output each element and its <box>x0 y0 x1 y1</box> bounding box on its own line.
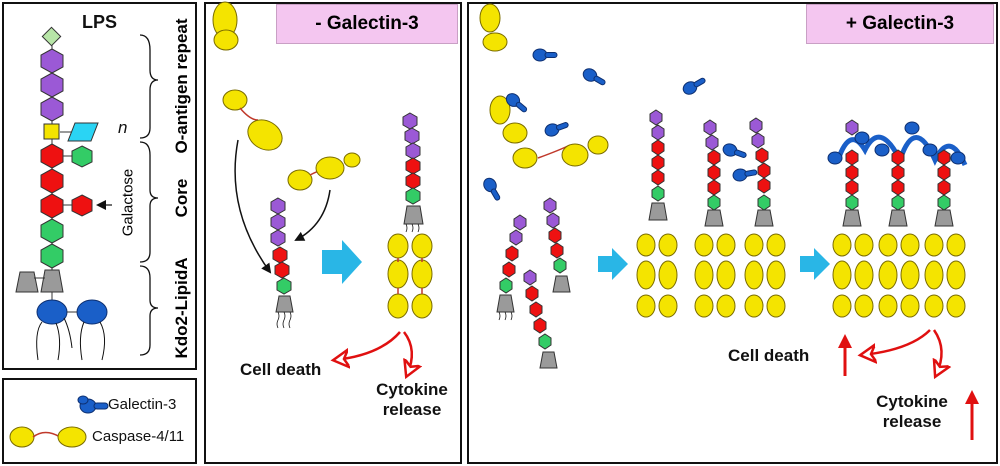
lps-purple-hex-1 <box>40 48 64 74</box>
plus-cell-death-label: Cell death <box>728 346 810 365</box>
lps-caspase-columns-middle <box>636 109 786 318</box>
caspase-dimer-c <box>287 152 361 191</box>
cyan-transition-arrow-1 <box>322 240 362 284</box>
lps-lipid-a-oval-1 <box>36 299 68 325</box>
lps-molecules-plus-free <box>496 197 571 369</box>
lps-title: LPS <box>82 12 118 32</box>
lps-diamond-sugar <box>41 26 62 47</box>
region-lipid-a-label: Kdo2-LipidA <box>172 257 191 359</box>
lps-molecule-minus-free <box>270 197 294 329</box>
region-core-label: Core <box>172 178 191 218</box>
lps-chain <box>15 26 159 361</box>
lps-green-side-hex-1 <box>71 145 93 168</box>
caspase-icon <box>9 426 87 448</box>
lps-galectin-crosslinked-complex <box>827 119 968 318</box>
lps-red-hex-3 <box>40 193 64 219</box>
minus-galectin-tag: - Galectin-3 <box>276 4 458 44</box>
legend-galectin-label: Galectin-3 <box>108 396 177 413</box>
galactose-label: Galactose <box>119 168 137 237</box>
lps-purple-hex-2 <box>40 72 64 98</box>
lps-lipid-a-oval-2 <box>76 299 108 325</box>
caspase-plus-chain <box>489 95 609 169</box>
minus-cytokine-release-label: Cytokine release <box>376 380 448 419</box>
lps-green-hex-1 <box>40 218 64 244</box>
minus-cell-death-label: Cell death <box>240 360 322 379</box>
repeat-n-label: n <box>118 118 128 137</box>
galectin-cluster-plus <box>483 48 758 201</box>
lps-caspase-complex-minus <box>387 112 433 319</box>
galectin-3-icon <box>77 395 109 414</box>
lps-kdo-trapezoid-2 <box>40 269 64 293</box>
cyan-transition-arrow-3 <box>800 248 830 280</box>
increase-arrow-cytokine <box>965 390 979 440</box>
region-o-antigen-label: O-antigen repeat <box>172 18 191 154</box>
caspase-plus-top <box>479 3 508 52</box>
caspase-dimer-a <box>212 1 239 51</box>
legend-caspase-label: Caspase-4/11 <box>92 428 185 445</box>
increase-arrow-cell-death <box>838 334 852 376</box>
lps-red-side-hex <box>71 194 93 217</box>
cyan-transition-arrow-2 <box>598 248 628 280</box>
caspase-dimer-b <box>222 89 283 151</box>
plus-galectin-tag: + Galectin-3 <box>806 4 994 44</box>
lps-red-hex-2 <box>40 168 64 194</box>
brace-core <box>139 141 159 263</box>
plus-cytokine-release-label: Cytokine release <box>876 392 948 431</box>
brace-o-antigen <box>139 34 159 139</box>
brace-lipid-a <box>139 265 159 356</box>
lps-green-hex-2 <box>40 243 64 269</box>
lps-yellow-square <box>43 123 60 140</box>
lps-cyan-sugar <box>67 122 99 142</box>
lps-kdo-trapezoid-1 <box>15 271 39 293</box>
lps-red-hex-1 <box>40 143 64 169</box>
lps-purple-hex-3 <box>40 96 64 122</box>
legend-panel <box>2 378 197 464</box>
